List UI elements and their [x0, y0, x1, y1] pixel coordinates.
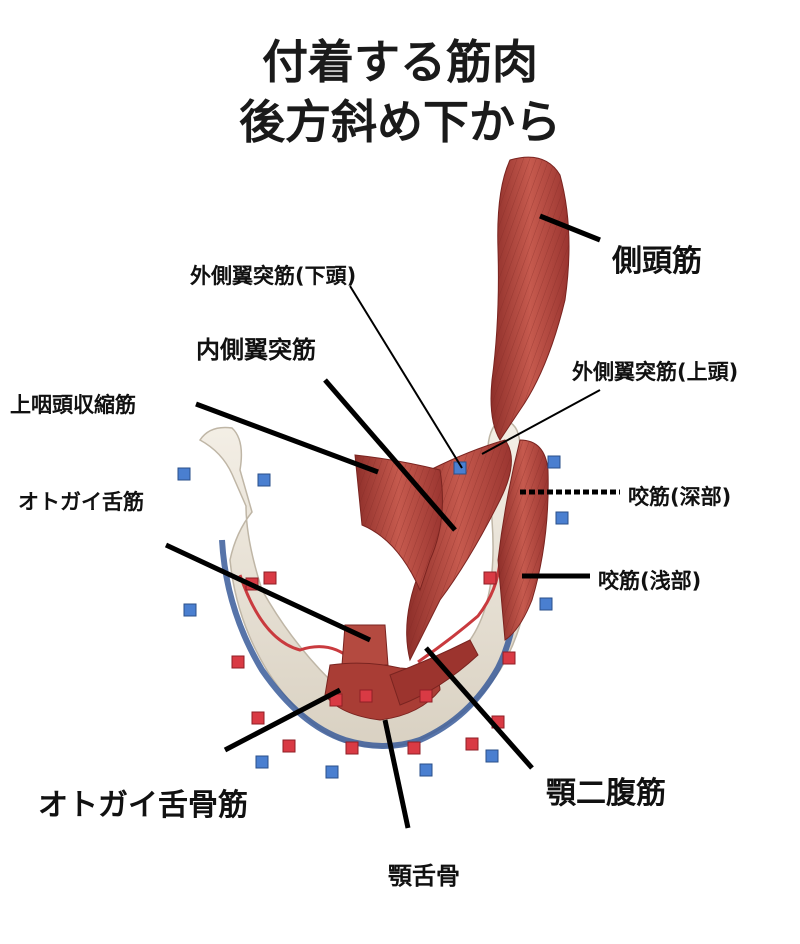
- label-geniohyoid: オトガイ舌骨筋: [38, 788, 248, 823]
- digastric-muscle: [389, 639, 479, 706]
- leader-lines: [164, 213, 620, 829]
- mandible-inner-edge: [219, 539, 523, 749]
- page-title-line1: 付着する筋肉: [262, 35, 538, 89]
- label-lateral-pterygoid-upper: 外側翼突筋(上頭): [572, 360, 739, 384]
- origin-markers: [231, 571, 516, 755]
- label-genioglossus: オトガイ舌筋: [18, 490, 144, 514]
- label-digastric: 顎二腹筋: [546, 776, 666, 811]
- label-superior-pharyngeal-constrictor: 上咽頭収縮筋: [10, 393, 136, 417]
- label-temporalis: 側頭筋: [612, 244, 702, 279]
- mylohyoid-line: [238, 559, 502, 664]
- label-lateral-pterygoid-lower: 外側翼突筋(下頭): [190, 264, 357, 288]
- label-medial-pterygoid: 内側翼突筋: [196, 336, 316, 364]
- label-masseter-superficial: 咬筋(浅部): [598, 569, 702, 593]
- label-hyoid: 顎舌骨: [388, 862, 460, 890]
- label-masseter-deep: 咬筋(深部): [628, 485, 732, 509]
- page-title-line2: 後方斜め下から: [239, 95, 561, 149]
- insertion-markers: [177, 455, 569, 779]
